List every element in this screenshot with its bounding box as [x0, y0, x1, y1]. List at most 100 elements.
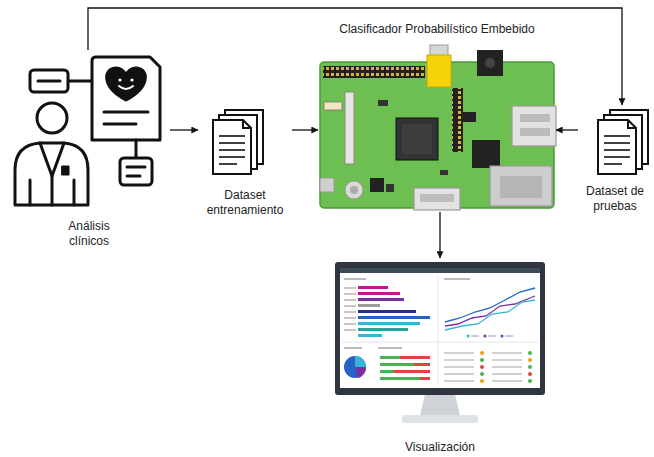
monitor-illustration — [528, 358, 532, 362]
monitor-illustration — [444, 352, 474, 354]
board-illustration — [485, 58, 495, 68]
monitor-illustration — [344, 311, 356, 313]
monitor-illustration — [340, 268, 540, 388]
board-illustration — [520, 114, 550, 122]
monitor-illustration — [344, 347, 362, 349]
monitor-illustration — [467, 335, 470, 338]
doctor-icon — [15, 57, 160, 205]
board-illustration — [512, 106, 556, 146]
monitor-illustration — [344, 305, 356, 307]
monitor-illustration — [492, 366, 522, 368]
board-illustration — [320, 178, 334, 192]
monitor-illustration — [444, 366, 474, 368]
monitor-illustration — [492, 380, 522, 382]
node-label: Dataset entrenamiento — [200, 188, 290, 217]
monitor-illustration — [344, 323, 356, 325]
monitor-illustration — [380, 377, 420, 380]
board-illustration — [500, 176, 542, 198]
monitor-illustration — [380, 370, 430, 373]
document-stack — [219, 156, 245, 158]
doctor-icon — [40, 143, 64, 176]
document-stack — [219, 142, 245, 144]
board-illustration — [440, 170, 448, 175]
monitor-illustration — [358, 286, 388, 289]
monitor-illustration — [378, 347, 402, 349]
document-stack — [213, 110, 263, 174]
document-stack — [243, 120, 251, 128]
clinical-analysis-node: Análisis clínicos — [8, 50, 170, 248]
monitor-illustration — [344, 317, 356, 319]
monitor-illustration — [344, 299, 356, 301]
board-illustration — [324, 102, 342, 110]
monitor-illustration — [480, 351, 484, 355]
arrow-connector — [88, 8, 622, 105]
doctor-icon — [51, 176, 54, 205]
doctor-icon — [118, 78, 121, 81]
monitor-illustration — [358, 334, 382, 337]
node-heading: Clasificador Probabilístico Embebido — [339, 22, 534, 36]
monitor-illustration — [505, 335, 513, 337]
monitor-illustration — [335, 262, 545, 395]
document-stack — [604, 156, 630, 158]
board-illustration — [420, 194, 454, 202]
document-stack — [604, 142, 630, 144]
node-label: Análisis clínicos — [54, 219, 124, 248]
monitor-illustration — [471, 335, 479, 337]
monitor-illustration — [484, 335, 487, 338]
monitor-illustration — [480, 358, 484, 362]
monitor-illustration — [445, 296, 535, 326]
document-stack — [598, 110, 648, 174]
monitor-illustration — [445, 288, 535, 322]
doctor-icon — [127, 175, 140, 178]
monitor-illustration — [445, 300, 535, 330]
monitor-illustration — [402, 415, 478, 423]
doctor-icon — [135, 140, 138, 158]
monitor-illustration — [335, 262, 545, 423]
doctor-icon — [107, 68, 146, 100]
monitor-illustration — [358, 328, 408, 331]
monitor-illustration — [380, 377, 430, 380]
monitor-illustration — [344, 293, 356, 295]
monitor-illustration — [380, 363, 430, 366]
arrow-connector — [439, 212, 440, 258]
monitor-illustration — [480, 372, 484, 376]
arrow-connector — [556, 129, 578, 130]
board-illustration — [414, 188, 460, 210]
doctor-icon — [30, 70, 68, 92]
board-illustration — [520, 128, 550, 136]
board-illustration — [452, 88, 463, 152]
document-stack — [219, 135, 245, 137]
dataset-node: Dataset de pruebas — [578, 105, 652, 213]
board-illustration — [386, 184, 394, 192]
doctor-icon — [29, 180, 32, 205]
doctor-icon — [119, 86, 133, 89]
monitor-illustration — [380, 356, 430, 359]
monitor-illustration — [380, 363, 414, 366]
monitor-illustration — [358, 292, 400, 295]
board-illustration — [462, 112, 476, 122]
monitor-illustration — [444, 278, 470, 280]
doctor-icon — [38, 80, 60, 83]
monitor-illustration — [488, 335, 496, 337]
document-stack — [598, 120, 636, 174]
dataset-node: Dataset entrenamiento — [198, 105, 292, 217]
monitor-illustration — [344, 278, 366, 280]
document-stack — [604, 149, 630, 151]
board-illustration — [490, 166, 552, 206]
monitor-illustration — [355, 356, 366, 367]
monitor-illustration — [340, 268, 540, 273]
monitor-illustration — [492, 373, 522, 375]
document-stack — [213, 120, 251, 174]
document-stack — [219, 149, 245, 151]
document-stack — [604, 163, 622, 165]
board-illustration — [396, 118, 438, 160]
monitor-illustration — [380, 370, 394, 373]
node-label: Dataset de pruebas — [580, 184, 650, 213]
board-illustration — [370, 178, 384, 192]
doctor-icon — [104, 111, 148, 114]
doctor-icon — [127, 166, 145, 169]
document-stack — [219, 163, 237, 165]
arrow-connector — [292, 129, 318, 130]
board-illustration — [345, 181, 363, 199]
